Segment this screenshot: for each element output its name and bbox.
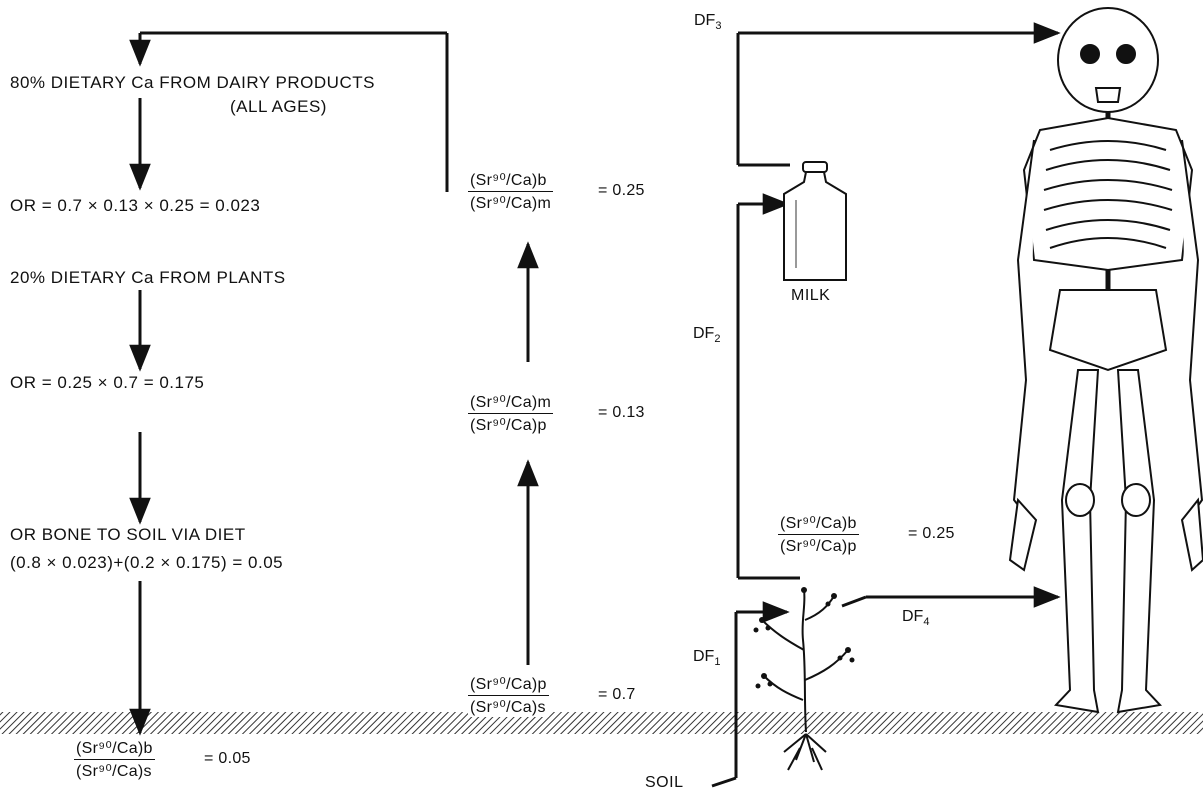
label-df4: DF4	[902, 608, 929, 628]
fraction-value: = 0.25	[908, 525, 955, 543]
fraction-bone-soil: (Sr⁹⁰/Ca)b (Sr⁹⁰/Ca)s = 0.05	[74, 738, 155, 781]
fraction-numerator: (Sr⁹⁰/Ca)b	[468, 170, 553, 192]
fraction-value: = 0.7	[598, 686, 636, 704]
fraction-value: = 0.05	[204, 750, 251, 768]
fraction-value: = 0.25	[598, 182, 645, 200]
fraction-denominator: (Sr⁹⁰/Ca)m	[468, 192, 553, 213]
fraction-plant-soil: (Sr⁹⁰/Ca)p (Sr⁹⁰/Ca)s = 0.7	[468, 674, 549, 717]
fraction-denominator: (Sr⁹⁰/Ca)p	[468, 414, 553, 435]
fraction-bone-plant: (Sr⁹⁰/Ca)b (Sr⁹⁰/Ca)p = 0.25	[778, 513, 859, 556]
or-dairy-equation: OR = 0.7 × 0.13 × 0.25 = 0.023	[10, 196, 260, 216]
fraction-value: = 0.13	[598, 404, 645, 422]
label-df3: DF3	[694, 12, 721, 32]
dairy-subtitle: (ALL AGES)	[230, 97, 327, 117]
soil-ground-strip	[0, 712, 1203, 734]
fraction-numerator: (Sr⁹⁰/Ca)m	[468, 392, 553, 414]
skeleton-icon	[1010, 8, 1203, 712]
plants-title: 20% DIETARY Ca FROM PLANTS	[10, 268, 286, 288]
milk-label: MILK	[791, 287, 830, 305]
arrow-df1	[712, 778, 736, 786]
label-df1: DF1	[693, 648, 720, 668]
or-plants-equation: OR = 0.25 × 0.7 = 0.175	[10, 373, 204, 393]
fraction-denominator: (Sr⁹⁰/Ca)p	[778, 535, 859, 556]
fraction-denominator: (Sr⁹⁰/Ca)s	[74, 760, 155, 781]
label-df2: DF2	[693, 325, 720, 345]
soil-label: SOIL	[645, 774, 683, 792]
fraction-numerator: (Sr⁹⁰/Ca)p	[468, 674, 549, 696]
fraction-numerator: (Sr⁹⁰/Ca)b	[74, 738, 155, 760]
dairy-title: 80% DIETARY Ca FROM DAIRY PRODUCTS	[10, 73, 375, 93]
fraction-milk-plant: (Sr⁹⁰/Ca)m (Sr⁹⁰/Ca)p = 0.13	[468, 392, 553, 435]
arrow-df4	[842, 597, 866, 606]
or-diet-title: OR BONE TO SOIL VIA DIET	[10, 525, 246, 545]
fraction-numerator: (Sr⁹⁰/Ca)b	[778, 513, 859, 535]
fraction-denominator: (Sr⁹⁰/Ca)s	[468, 696, 549, 717]
plant-icon	[754, 587, 855, 770]
or-diet-formula: (0.8 × 0.023)+(0.2 × 0.175) = 0.05	[10, 553, 283, 573]
fraction-bone-milk: (Sr⁹⁰/Ca)b (Sr⁹⁰/Ca)m = 0.25	[468, 170, 553, 213]
milk-bottle-icon	[784, 162, 846, 280]
